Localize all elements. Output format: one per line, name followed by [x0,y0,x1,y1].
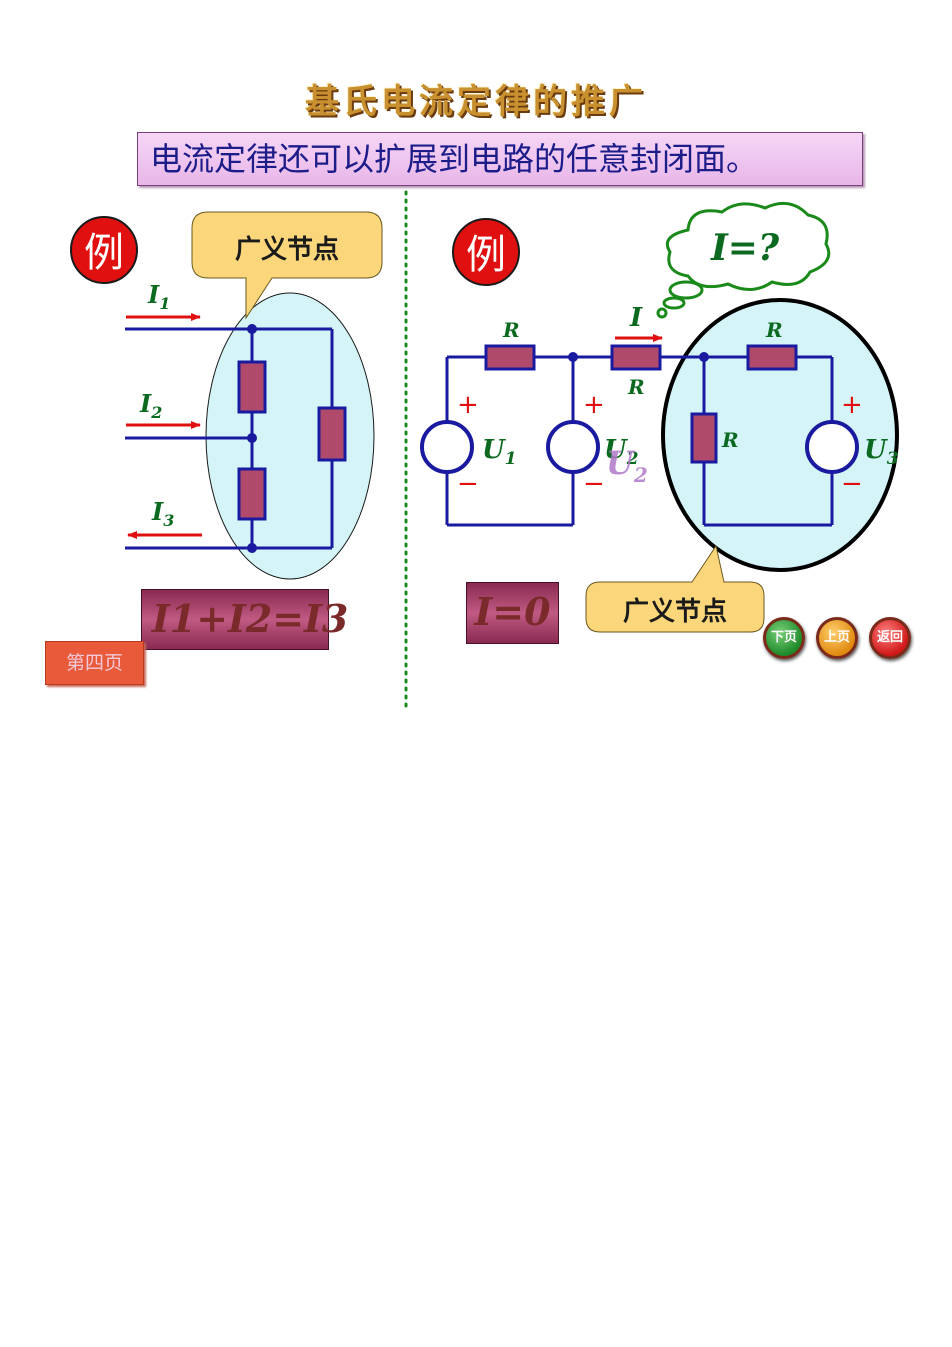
resistor [237,467,267,521]
example-badge-right [452,218,520,286]
resistor-label: R [765,318,783,342]
minus-sign: − [583,469,605,499]
plus-sign: + [841,390,863,420]
resistor [610,344,662,371]
resistor-label: R [721,428,739,452]
plus-sign: + [583,390,605,420]
callout-text-right: 广义节点 [623,596,727,627]
generalized-node-callout [191,211,383,320]
source-label-u2-overlay: U2 [606,444,648,487]
example-badge-right-text: 例 [466,232,506,278]
minus-sign: − [457,469,479,499]
resistor-label: R [502,318,520,342]
source-label-u2: U2 [604,435,639,469]
current-arrows [126,313,202,539]
generalized-node-callout-right [585,544,765,633]
resistor-label: R [627,375,645,399]
back-button[interactable]: 返回 [869,617,911,659]
right-resistors [484,344,798,464]
resistor [237,360,267,414]
right-example: 例 I=? [420,201,899,633]
voltage-source-u3 [805,420,859,474]
closed-surface-ellipse-right [661,298,899,572]
current-label-i1: I1 [147,280,170,313]
thought-cloud: I=? [656,201,831,319]
prev-page-button[interactable]: 上页 [816,617,858,659]
page-title: 基氏电流定律的推广 [305,82,647,122]
right-junction-dots [568,352,709,362]
current-label-i2: I2 [139,389,162,422]
plus-sign: + [457,390,479,420]
voltage-source-u1 [420,420,474,474]
subtitle-box: 电流定律还可以扩展到电路的任意封闭面。 [137,132,863,186]
example-badge [70,216,138,284]
current-label-i3: I3 [151,497,174,530]
left-example: 例 广义节点 I1 [70,211,383,580]
page-label: 第四页 [45,641,144,685]
current-label-i: I [629,303,643,333]
resistor [690,412,718,464]
resistor [484,344,536,371]
equation-right: I=0 [466,582,559,644]
source-label-u1: U1 [482,435,517,469]
next-page-button[interactable]: 下页 [763,617,805,659]
thought-text: I=? [710,227,780,269]
closed-surface-ellipse [205,292,375,580]
example-badge-text: 例 [84,230,124,276]
source-label-u3: U3 [864,435,899,469]
left-junction-dots [247,324,257,553]
kcl-diagrams: 例 广义节点 I1 [70,190,899,714]
callout-text: 广义节点 [235,234,339,265]
voltage-sources [420,420,859,474]
voltage-source-u2 [546,420,600,474]
resistor [746,344,798,371]
resistor [317,406,347,462]
subtitle-text: 电流定律还可以扩展到电路的任意封闭面。 [150,140,759,178]
left-resistors [237,360,347,521]
minus-sign: − [841,469,863,499]
equation-left: I1+I2=I3 [141,589,348,650]
